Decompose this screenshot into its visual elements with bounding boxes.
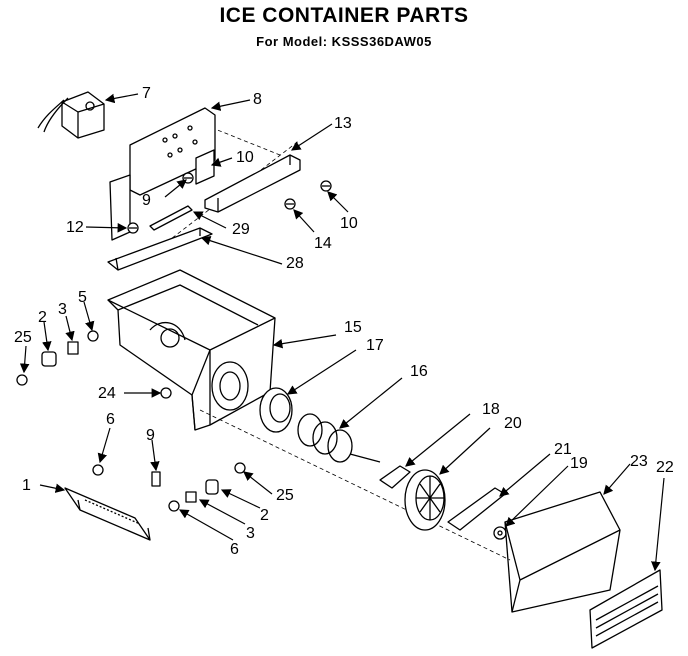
callout-22: 22 — [656, 459, 674, 476]
bottom-rail — [107, 227, 213, 271]
callout-15: 15 — [344, 319, 362, 336]
callout-6-b: 6 — [230, 541, 239, 558]
callout-1: 1 — [22, 477, 31, 494]
ice-motor — [37, 91, 105, 139]
callout-13: 13 — [334, 115, 352, 132]
small-bracket — [195, 149, 215, 185]
callout-19: 19 — [570, 455, 588, 472]
diagram-title: ICE CONTAINER PARTS — [219, 4, 469, 27]
wheel-bracket — [447, 487, 506, 531]
callout-9: 7 — [142, 85, 151, 102]
callout-10-a: 9 — [142, 192, 151, 209]
callout-21: 21 — [554, 441, 572, 458]
screw-14 — [284, 198, 296, 210]
callout-24: 24 — [98, 385, 116, 402]
shaft-rod — [149, 205, 193, 231]
front-cover — [504, 491, 621, 613]
callout-11: 10 — [236, 149, 254, 166]
callout-18: 18 — [482, 401, 500, 418]
auger-spring — [297, 413, 381, 463]
hex-nut — [493, 526, 507, 540]
callout-8: 8 — [253, 91, 262, 108]
callout-28: 28 — [286, 255, 304, 272]
callout-3-a: 3 — [58, 301, 67, 318]
callout-17: 17 — [366, 337, 384, 354]
screw-7 — [151, 471, 161, 487]
cap-5 — [92, 464, 104, 476]
leader-lines — [19, 93, 665, 572]
callout-29: 29 — [232, 221, 250, 238]
callout-23: 23 — [630, 453, 648, 470]
callout-5: 6 — [106, 411, 115, 428]
model-subtitle: For Model: KSSS36DAW05 — [256, 34, 432, 49]
callout-3-b: 3 — [246, 525, 255, 542]
lower-hardware — [168, 462, 246, 512]
front-handle — [64, 487, 151, 541]
callout-labels: 7 8 13 10 9 10 14 12 29 28 15 17 16 18 2… — [14, 85, 674, 558]
callout-16: 16 — [410, 363, 428, 380]
screw-24 — [160, 387, 172, 399]
callout-20: 20 — [504, 415, 522, 432]
screw-12 — [127, 222, 139, 234]
callout-2-a: 2 — [38, 309, 47, 326]
auger-collar — [259, 387, 293, 433]
callout-12: 12 — [66, 219, 84, 236]
drive-wheel — [404, 469, 446, 531]
screw-right — [320, 180, 332, 192]
ice-container-bin — [107, 269, 276, 431]
retainer-clip — [379, 465, 411, 489]
callout-14: 14 — [314, 235, 332, 252]
callout-25-a: 25 — [14, 329, 32, 346]
callout-10-b: 10 — [340, 215, 358, 232]
callout-25-b: 25 — [276, 487, 294, 504]
callout-6-a: 5 — [78, 289, 87, 306]
left-hardware — [16, 330, 99, 386]
callout-2-b: 2 — [260, 507, 269, 524]
shelf-rail — [204, 154, 301, 213]
trim-panel — [589, 569, 663, 649]
callout-7: 9 — [146, 427, 155, 444]
